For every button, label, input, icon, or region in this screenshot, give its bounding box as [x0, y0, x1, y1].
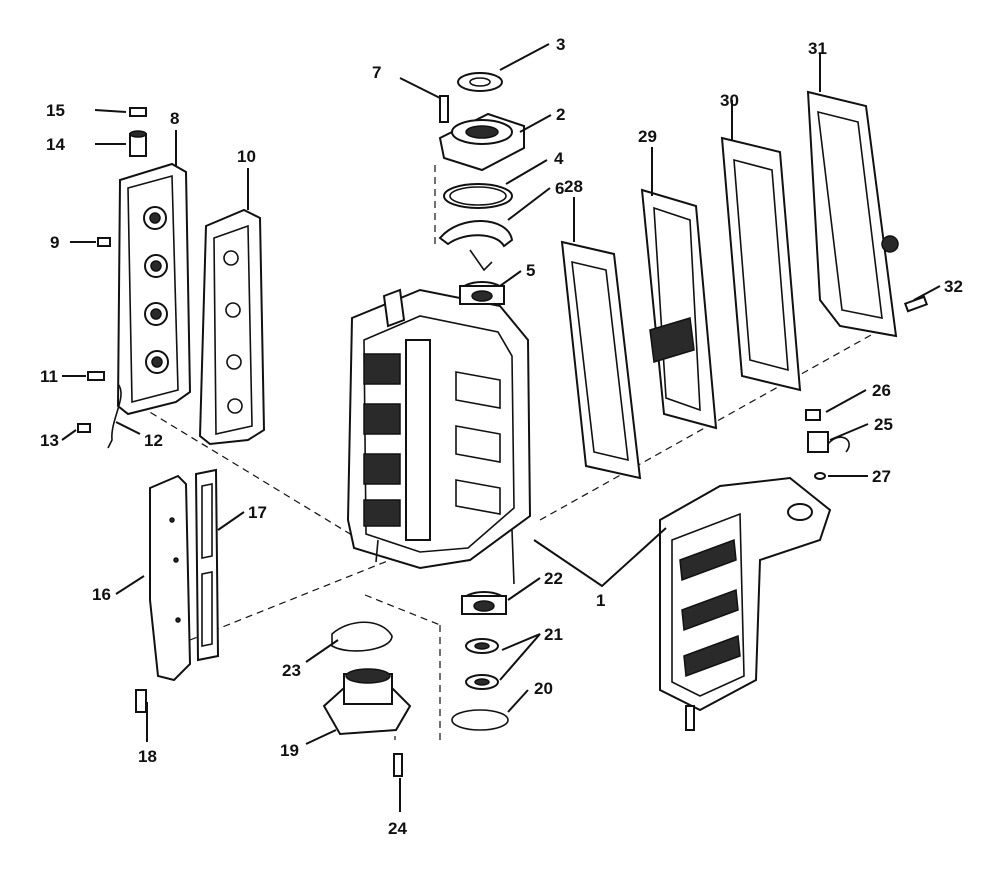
callout-1: 1 [596, 591, 605, 610]
callout-7: 7 [372, 63, 381, 82]
callout-30: 30 [720, 91, 739, 110]
lower-bearing [461, 591, 507, 615]
callout-2: 2 [556, 105, 565, 124]
callout-6: 6 [555, 179, 564, 198]
gasket-23 [331, 621, 393, 652]
callout-18: 18 [138, 747, 157, 766]
cover-gasket [198, 208, 266, 446]
crankcase-half [659, 476, 832, 731]
callout-11: 11 [40, 367, 58, 386]
callout-9: 9 [50, 233, 59, 252]
upper-end-cap [438, 72, 525, 305]
screw-13-and-clip-12 [77, 383, 122, 449]
seals-21 [465, 638, 499, 690]
exhaust-cover-gasket [560, 240, 642, 480]
callout-17: 17 [248, 503, 267, 522]
callout-8: 8 [170, 109, 179, 128]
callout-28: 28 [564, 177, 583, 196]
callout-32: 32 [944, 277, 963, 296]
callout-23: 23 [282, 661, 301, 680]
callout-14: 14 [46, 135, 65, 154]
callout-29: 29 [638, 127, 657, 146]
callout-10: 10 [237, 147, 256, 166]
exhaust-divider-plate [640, 188, 718, 430]
callout-19: 19 [280, 741, 299, 760]
callout-15: 15 [46, 101, 65, 120]
callout-26: 26 [872, 381, 891, 400]
screw-18 [135, 689, 147, 713]
callout-16: 16 [92, 585, 111, 604]
lower-end-cap [322, 668, 412, 736]
callout-3: 3 [556, 35, 565, 54]
mount-25-26-27 [805, 409, 850, 480]
callout-12: 12 [144, 431, 163, 450]
exhaust-cover [806, 90, 899, 338]
callout-4: 4 [554, 149, 564, 168]
callout-25: 25 [874, 415, 893, 434]
exhaust-cover-gasket-2 [720, 136, 802, 392]
callout-20: 20 [534, 679, 553, 698]
cylinder-block [346, 288, 532, 585]
transfer-port-gasket [194, 468, 220, 662]
callout-labels: 1 2 3 4 5 6 7 8 9 10 11 12 13 14 15 16 1… [40, 35, 963, 838]
cylinder-cover-plate [116, 162, 192, 416]
screw-11 [87, 371, 105, 381]
leader-lines [61, 43, 941, 812]
transfer-port-cover [149, 474, 192, 682]
screw-9 [97, 237, 111, 247]
callout-21: 21 [544, 625, 563, 644]
callout-24: 24 [388, 819, 407, 838]
callout-22: 22 [544, 569, 563, 588]
callout-5: 5 [526, 261, 535, 280]
o-ring-20 [451, 709, 509, 731]
callout-27: 27 [872, 467, 891, 486]
callout-13: 13 [40, 431, 59, 450]
callout-31: 31 [808, 39, 827, 58]
screw-24 [393, 753, 403, 777]
grommet-and-nut [129, 107, 147, 157]
